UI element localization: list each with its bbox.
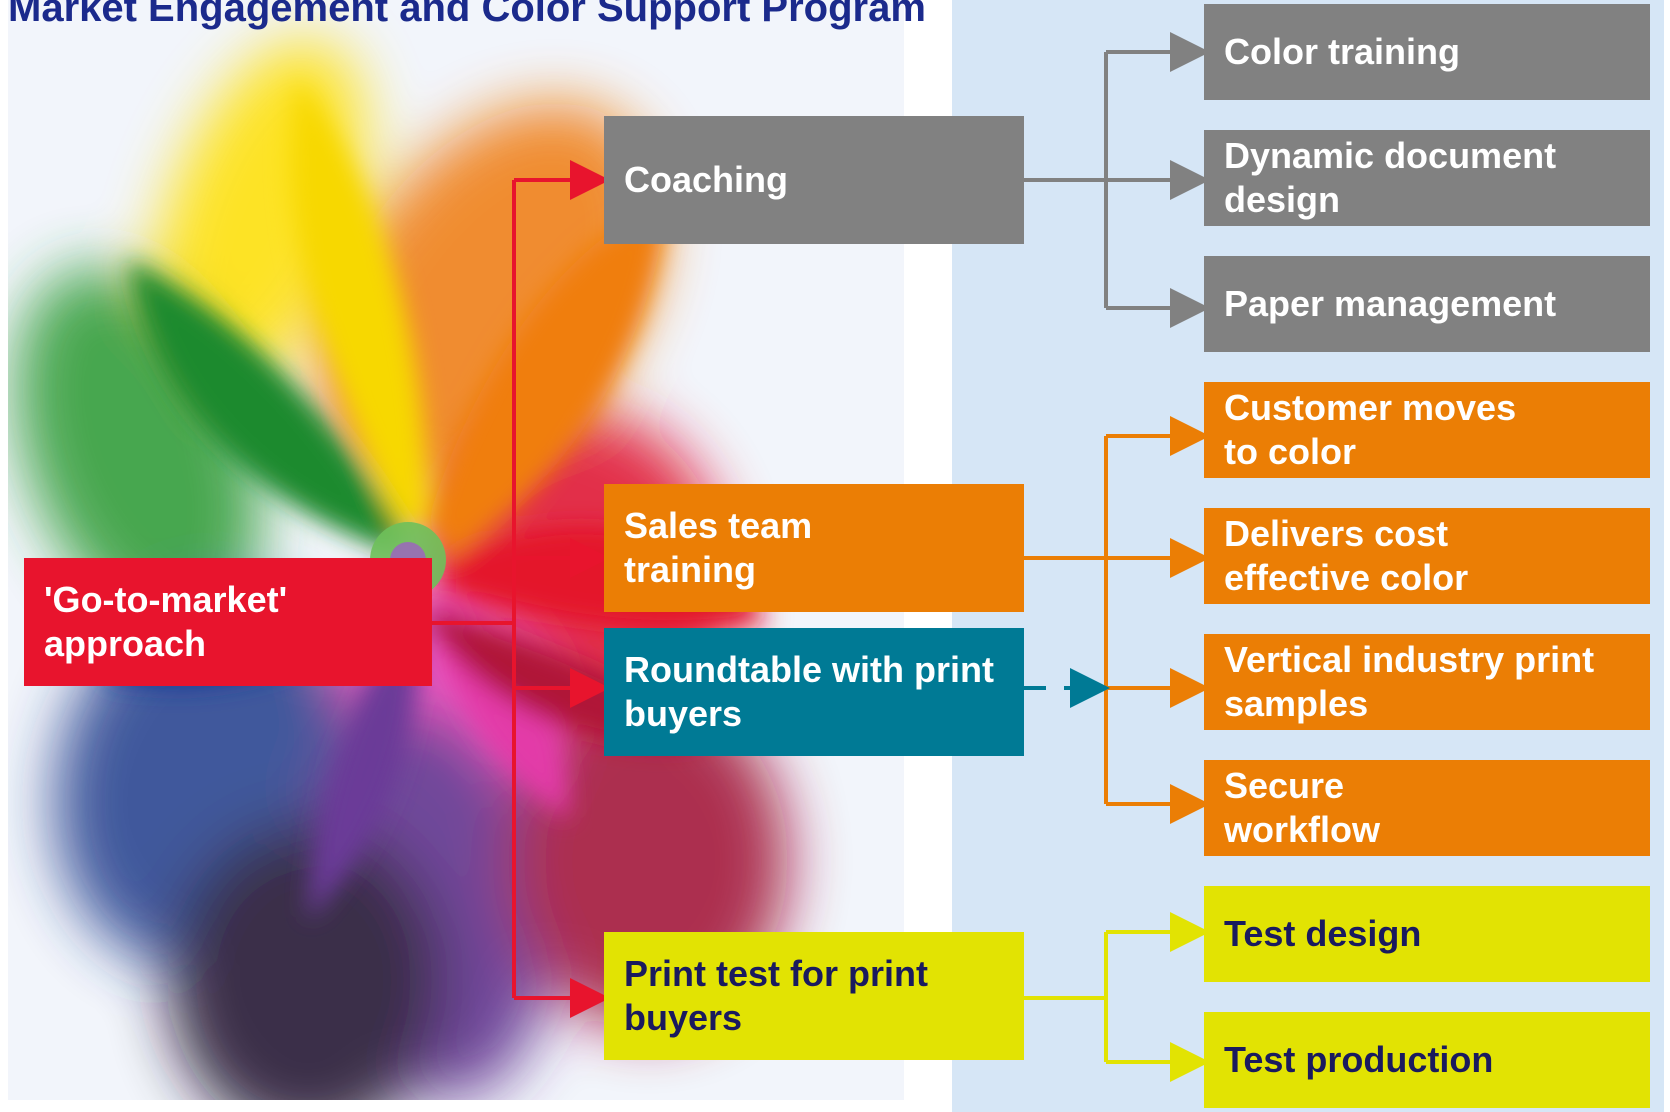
- leaf-customer-moves-to-color: Customer moves to color: [1204, 382, 1650, 478]
- leaf-customer-moves-to-color-label: Customer moves to color: [1224, 387, 1517, 472]
- node-print-test: Print test for print buyers: [604, 932, 1024, 1060]
- leaf-test-design: Test design: [1204, 886, 1650, 982]
- leaf-secure-workflow: Secure workflow: [1204, 760, 1650, 856]
- sales-connector: [1024, 416, 1210, 824]
- leaf-vertical-industry-print-samples-label: Vertical industry print samples: [1224, 639, 1595, 724]
- root-connector: [432, 160, 610, 1018]
- leaf-test-design-label: Test design: [1224, 913, 1422, 954]
- leaf-dynamic-document-design: Dynamic document design: [1204, 130, 1650, 226]
- leaf-color-training-label: Color training: [1224, 31, 1460, 72]
- node-sales-team-training-label: Sales team training: [624, 505, 813, 590]
- node-coaching: Coaching: [604, 116, 1024, 244]
- coaching-connector: [1024, 32, 1210, 328]
- root-node: 'Go-to-market' approach: [24, 558, 432, 686]
- leaf-paper-management: Paper management: [1204, 256, 1650, 352]
- leaf-delivers-cost-effective-color: Delivers cost effective color: [1204, 508, 1650, 604]
- leaf-test-production-label: Test production: [1224, 1039, 1494, 1080]
- node-roundtable-label: Roundtable with print buyers: [624, 649, 994, 734]
- node-print-test-label: Print test for print buyers: [624, 953, 928, 1038]
- leaf-paper-management-label: Paper management: [1224, 283, 1557, 324]
- node-sales-team-training: Sales team training: [604, 484, 1024, 612]
- leaf-dynamic-document-design-label: Dynamic document design: [1224, 135, 1557, 220]
- leaf-delivers-cost-effective-color-label: Delivers cost effective color: [1224, 513, 1469, 598]
- node-roundtable: Roundtable with print buyers: [604, 628, 1024, 756]
- pinwheel-illustration: [15, 38, 788, 1100]
- page-title: Market Engagement and Color Support Prog…: [8, 0, 926, 30]
- root-node-label: 'Go-to-market' approach: [44, 579, 288, 664]
- node-coaching-label: Coaching: [624, 159, 789, 200]
- printtest-connector: [1024, 912, 1210, 1082]
- leaf-color-training: Color training: [1204, 4, 1650, 100]
- leaf-test-production: Test production: [1204, 1012, 1650, 1108]
- leaf-secure-workflow-label: Secure workflow: [1224, 765, 1381, 850]
- leaf-vertical-industry-print-samples: Vertical industry print samples: [1204, 634, 1650, 730]
